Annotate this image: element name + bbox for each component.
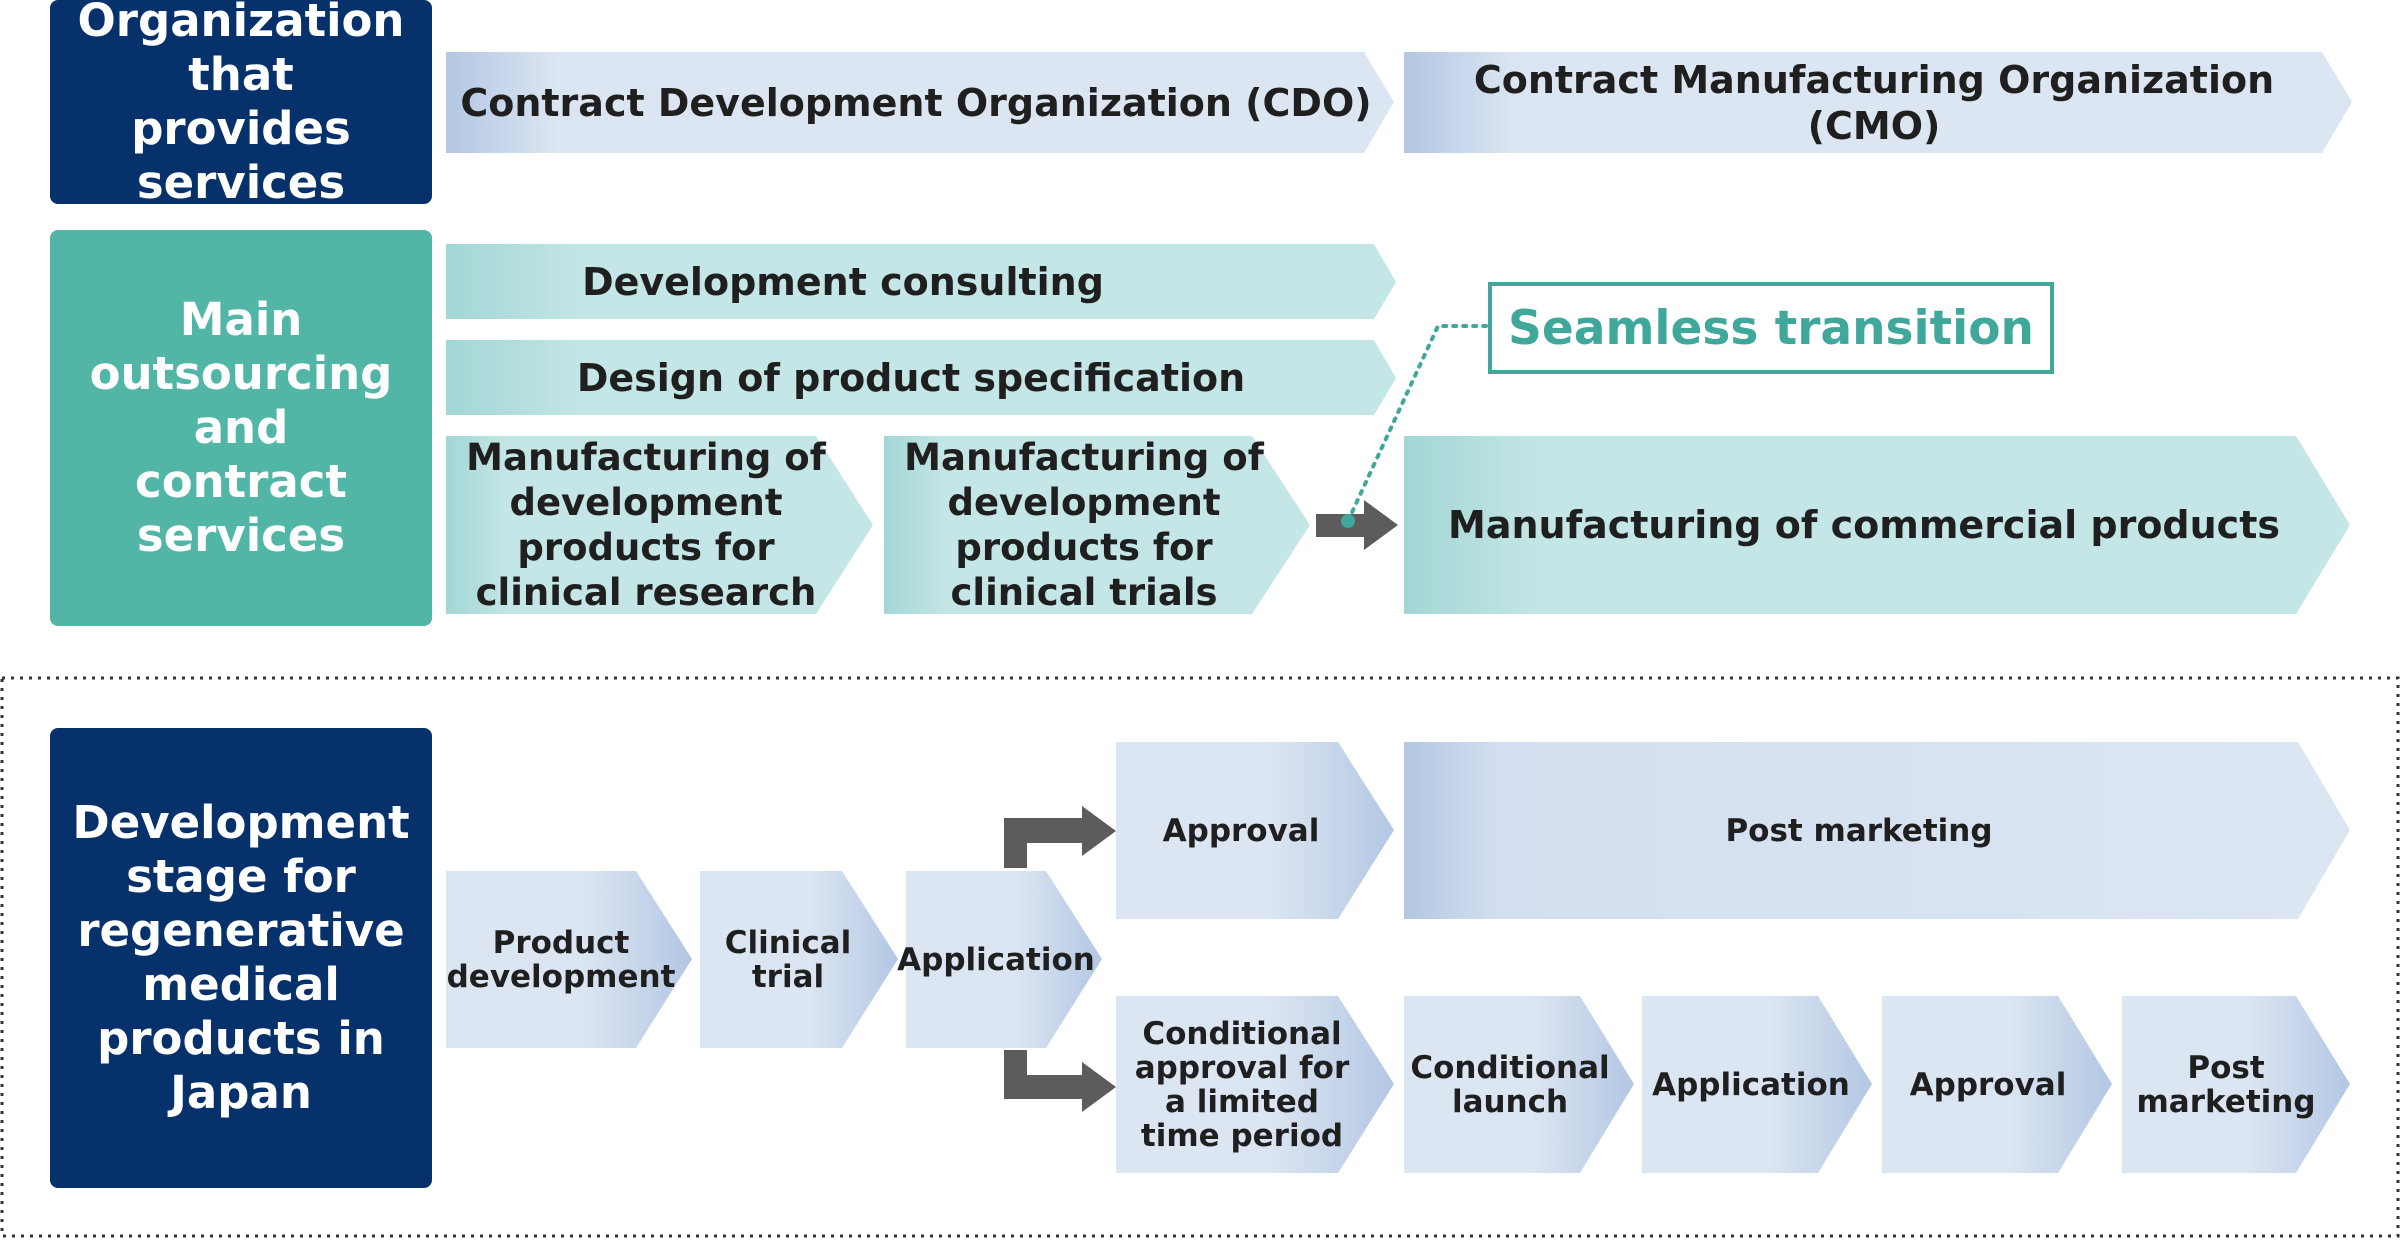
approval-label: Approval (1162, 812, 1320, 849)
application-label: Application (897, 941, 1095, 978)
application-2-label: Application (1652, 1066, 1850, 1103)
cdo-label: Contract Development Organization (CDO) (460, 80, 1372, 125)
conditional-launch-chevron (1404, 996, 1634, 1173)
cdo-chevron (446, 52, 1394, 153)
mfg-clinical-trials-chevron (884, 436, 1310, 614)
mfg-clinical-trials-label: Manufacturing of development products fo… (904, 436, 1264, 614)
seamless-transition-box: Seamless transition (1488, 282, 2054, 374)
product-development-label: Product development (446, 924, 676, 995)
services-header: Organization that provides services (50, 0, 432, 209)
clinical-trial-chevron (700, 871, 898, 1048)
conditional-approval-label: Conditional approval for a limited time … (1134, 1015, 1350, 1154)
outsourcing-header: Main outsourcing and contract services (50, 230, 432, 626)
cmo-label: Contract Manufacturing Organization (CMO… (1473, 57, 2275, 148)
lower-branch-arrow (1004, 1050, 1116, 1112)
upper-branch-arrow (1004, 806, 1116, 868)
mfg-commercial-chevron (1404, 436, 2350, 614)
application-chevron (906, 871, 1102, 1048)
design-spec-label: Design of product specification (576, 355, 1246, 400)
post-marketing-2-label: Post marketing (2136, 1049, 2316, 1120)
dev-consulting-label: Development consulting (582, 259, 1104, 304)
transition-arrow (1316, 500, 1398, 550)
stages-dotted-frame (0, 676, 2400, 1238)
stages-header: Development stage for regenerative medic… (50, 728, 432, 1188)
dev-consulting-chevron (446, 244, 1396, 319)
post-marketing-2-chevron (2122, 996, 2350, 1173)
mfg-commercial-label: Manufacturing of commercial products (1448, 503, 2280, 547)
design-spec-chevron (446, 340, 1396, 415)
approval-chevron (1116, 742, 1394, 919)
approval-2-label: Approval (1909, 1066, 2067, 1103)
approval-2-chevron (1882, 996, 2112, 1173)
post-marketing-label: Post marketing (1725, 812, 1993, 849)
seamless-connector-line (1346, 324, 1488, 523)
mfg-clinical-research-label: Manufacturing of development products fo… (466, 436, 826, 614)
seamless-connector-dot (1341, 514, 1355, 528)
mfg-clinical-research-chevron (446, 436, 873, 614)
clinical-trial-label: Clinical trial (724, 924, 852, 995)
cmo-chevron (1404, 52, 2352, 153)
conditional-approval-chevron (1116, 996, 1394, 1173)
application-2-chevron (1642, 996, 1872, 1173)
post-marketing-chevron (1404, 742, 2350, 919)
conditional-launch-label: Conditional launch (1410, 1049, 1610, 1120)
product-development-chevron (446, 871, 692, 1048)
